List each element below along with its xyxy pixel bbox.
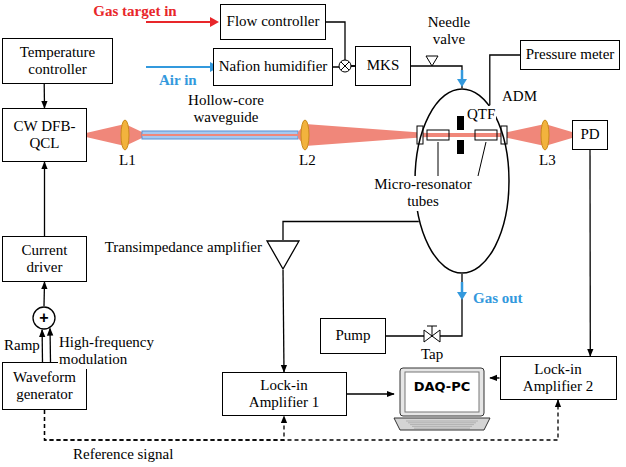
detector-box: PD [572,120,608,150]
node-text: PD [580,126,599,143]
lens [121,120,129,150]
qtf-prong [457,140,464,154]
laser-beam [305,124,427,146]
mixing-valve [341,62,349,70]
air-arrow [146,66,212,68]
valve-label: Tap [420,346,444,363]
controller-box: Temperature controller [2,38,113,84]
gas-in-arrow [457,79,467,87]
connector [43,282,45,306]
connector [283,270,284,372]
tap-valve [427,326,437,336]
meter-box: Pressure meter [520,40,620,70]
laser-beam [427,133,503,137]
needle-valve [426,56,438,66]
connector [283,222,419,241]
node-text: DAQ-PC [414,380,471,395]
connector [490,377,500,378]
driver-box: Current driver [2,236,87,282]
node-text: Temperature controller [9,44,106,79]
summing-junction: + [32,306,56,330]
lens-label: L3 [538,152,557,169]
process-box: Flow controller [220,4,326,40]
amplifier-triangle: Transimpedance amplifier [266,240,300,270]
lens-label: L1 [118,152,137,169]
gas-label: Gas out [472,290,524,307]
process-box: MKS [355,46,411,86]
resonator-tube [427,130,449,140]
laser-box: CW DFB-QCL [2,108,87,162]
lockin-box: Lock-in Amplifier 1 [222,372,347,416]
connector [347,393,395,394]
connector [49,328,51,362]
qtf-prong [457,116,464,130]
tube-label: Micro-resonator tubes [366,176,480,211]
valve-label: Needle valve [418,14,480,49]
signal-label: High-frequency modulation [58,334,165,369]
signal-label: Reference signal [72,446,174,463]
gas-out-arrow [457,292,467,300]
lens [301,120,309,150]
node-text: Nafion humidifier [219,58,328,75]
laptop-icon: DAQ-PC [394,366,490,432]
node-text: Pump [335,327,370,344]
connector [589,150,591,356]
node-heading: Transimpedance amplifier [105,239,262,256]
node-text: Flow controller [227,13,320,30]
node-text: Waveform generator [9,369,80,404]
waveguide [142,131,298,139]
node-outline [394,366,490,432]
gas-label: Air in [158,72,198,89]
gas-out-arrow [461,282,464,293]
gas-arrow [146,21,212,23]
node-text: + [39,309,48,327]
generator-box: Waveform generator [2,362,87,410]
connector [41,330,43,362]
leader-line [438,142,439,176]
laser-beam [503,124,545,146]
lockin-box: Lock-in Amplifier 2 [500,356,617,400]
connector [44,84,46,108]
lens-label: L2 [298,152,317,169]
gas-label: Gas target in [88,3,182,20]
node-text: Lock-in Amplifier 1 [237,377,332,412]
resonator-tube [475,130,497,140]
laser-beam [86,124,125,146]
waveguide-label: Hollow-core waveguide [170,92,282,127]
node-text: Lock-in Amplifier 2 [513,361,604,396]
mixing-valve [339,60,351,72]
node-text: MKS [367,57,400,74]
laser-beam [142,134,298,136]
qtf-label: QTF [466,106,496,123]
gas-in-arrow [461,70,464,80]
signal-label: Ramp [3,337,41,354]
gas-arrow-head [210,17,219,27]
node-outline [266,240,300,270]
leader-line [478,142,486,176]
connector [386,274,462,336]
pump-box: Pump [320,318,386,354]
node-heading: ADM [502,88,537,105]
process-box: Nafion humidifier [213,48,333,86]
node-text: Current driver [9,242,80,277]
connector [411,66,462,88]
lens [541,120,549,150]
connector [44,162,45,236]
node-text: CW DFB-QCL [13,118,76,153]
node-text: Pressure meter [526,46,615,63]
